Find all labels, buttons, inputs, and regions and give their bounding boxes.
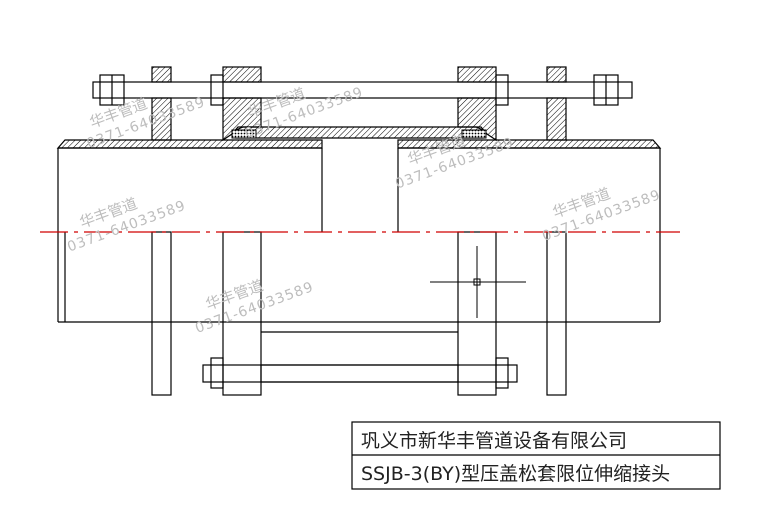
sleeve bbox=[231, 126, 487, 139]
watermark: 华丰管道 0371-64033589 bbox=[193, 276, 316, 337]
upper-tie-rod bbox=[92, 74, 633, 106]
nut-left-inner bbox=[210, 74, 224, 106]
watermark: 华丰管道 0371-64033589 bbox=[65, 194, 188, 255]
nut-right-inner bbox=[495, 74, 509, 106]
company-name: 巩义市新华丰管道设备有限公司 bbox=[361, 430, 627, 452]
product-name: SSJB-3(BY)型压盖松套限位伸缩接头 bbox=[361, 463, 670, 485]
lower-tie-rod bbox=[202, 357, 518, 389]
title-block: 巩义市新华丰管道设备有限公司 SSJB-3(BY)型压盖松套限位伸缩接头 bbox=[351, 421, 721, 490]
seal-left bbox=[231, 129, 257, 139]
crosshair-cursor-icon bbox=[430, 246, 526, 318]
seal-right bbox=[461, 129, 487, 139]
watermark: 华丰管道 0371-64033589 bbox=[540, 184, 663, 245]
pipes bbox=[56, 139, 662, 333]
